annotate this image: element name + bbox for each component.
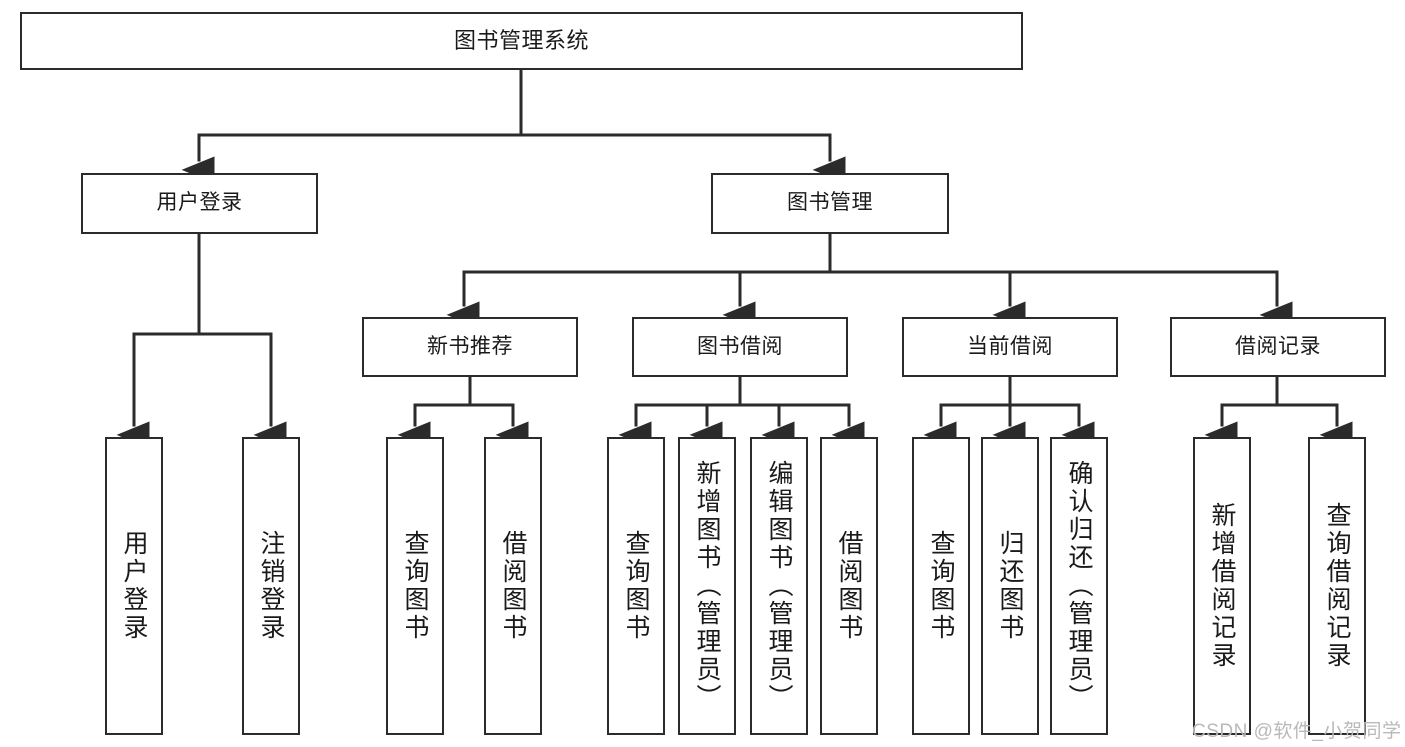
node-label: 确认归还（管理员） [1065,460,1093,712]
leaf-confirm-return-admin[interactable]: 确认归还（管理员） [1050,437,1108,735]
node-label: 查询图书 [401,530,429,642]
node-label: 新书推荐 [427,334,513,358]
leaf-add-borrow-record[interactable]: 新增借阅记录 [1193,437,1251,735]
leaf-add-book-admin[interactable]: 新增图书（管理员） [678,437,736,735]
node-label: 借阅图书 [499,530,527,642]
node-label: 借阅图书 [835,530,863,642]
node-label: 图书管理系统 [453,28,589,54]
leaf-return-book[interactable]: 归还图书 [981,437,1039,735]
node-label: 查询借阅记录 [1323,502,1351,670]
node-new-book-recommend[interactable]: 新书推荐 [362,317,578,377]
csdn-watermark: CSDN @软件_小贺同学 [1192,721,1402,742]
node-label: 查询图书 [927,530,955,642]
leaf-edit-book-admin[interactable]: 编辑图书（管理员） [750,437,808,735]
node-book-borrow[interactable]: 图书借阅 [632,317,848,377]
node-label: 归还图书 [996,530,1024,642]
leaf-query-borrow-record[interactable]: 查询借阅记录 [1308,437,1366,735]
leaf-query-book-borrow[interactable]: 查询图书 [607,437,665,735]
leaf-borrow-book-recommend[interactable]: 借阅图书 [484,437,542,735]
node-label: 注销登录 [257,530,285,642]
node-current-borrow[interactable]: 当前借阅 [902,317,1118,377]
node-label: 图书管理 [787,191,873,215]
node-user-login[interactable]: 用户登录 [81,173,318,234]
node-label: 新增图书（管理员） [693,460,721,712]
node-label: 用户登录 [120,530,148,642]
node-label: 新增借阅记录 [1208,502,1236,670]
node-label: 图书借阅 [697,334,783,358]
node-book-management[interactable]: 图书管理 [711,173,949,234]
leaf-user-login[interactable]: 用户登录 [105,437,163,735]
node-label: 编辑图书（管理员） [765,460,793,712]
leaf-query-book-current[interactable]: 查询图书 [912,437,970,735]
node-root-book-management-system[interactable]: 图书管理系统 [20,12,1023,70]
node-label: 查询图书 [622,530,650,642]
node-label: 当前借阅 [967,334,1053,358]
leaf-query-book-recommend[interactable]: 查询图书 [386,437,444,735]
node-borrow-record[interactable]: 借阅记录 [1170,317,1386,377]
node-label: 借阅记录 [1235,334,1321,358]
leaf-borrow-book[interactable]: 借阅图书 [820,437,878,735]
node-label: 用户登录 [156,191,243,215]
leaf-logout[interactable]: 注销登录 [242,437,300,735]
